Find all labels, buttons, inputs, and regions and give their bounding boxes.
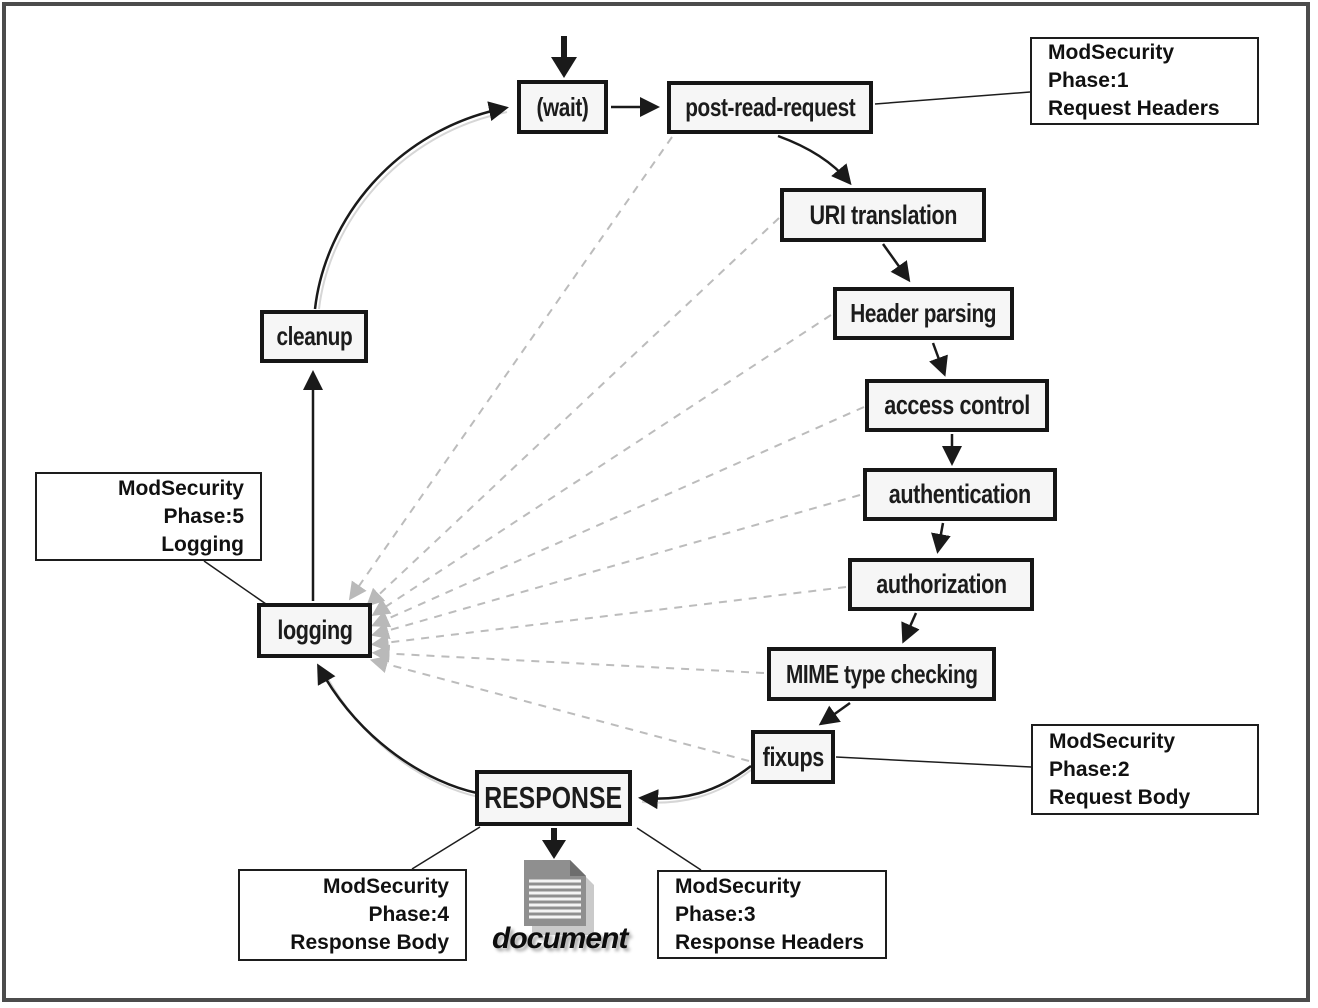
callout-phase4-title: ModSecurity Phase:4	[322, 875, 449, 926]
node-authorization: authorization	[848, 558, 1034, 611]
dashed-header-parsing-logging	[371, 314, 832, 616]
connector-phase5	[203, 560, 267, 605]
node-header-parsing: Header parsing	[833, 287, 1014, 340]
response-document-arrow	[542, 828, 566, 859]
callout-phase3-subtitle: Response Headers	[675, 930, 865, 954]
arrow-authorization-mime	[901, 612, 920, 644]
arc-ghost-cleanup-wait	[318, 111, 508, 310]
document-icon	[524, 860, 594, 935]
node-logging: logging	[257, 603, 372, 658]
arrow-cleanup-wait	[313, 101, 509, 310]
document-label: document	[492, 922, 628, 955]
node-wait: (wait)	[517, 80, 608, 134]
dashed-uri-translation-logging	[366, 217, 780, 607]
node-post-read-request: post-read-request	[667, 81, 873, 134]
node-uri-translation: URI translation	[780, 188, 986, 242]
node-cleanup: cleanup	[260, 310, 368, 363]
dashed-authorization-logging	[370, 586, 847, 652]
callout-modsecurity-phase2: ModSecurity Phase:2 Request Body	[1031, 724, 1259, 815]
callout-modsecurity-phase5: ModSecurity Phase:5 Logging	[35, 472, 262, 561]
arrow-post-read-request-uri	[777, 134, 852, 186]
node-access-control: access control	[865, 379, 1049, 432]
callout-phase1-subtitle: Request Headers	[1048, 97, 1220, 120]
arrow-header-parsing-access-control	[929, 342, 948, 377]
arrow-response-logging	[317, 663, 478, 795]
arrow-fixups-response	[638, 765, 752, 810]
callout-phase4-subtitle: Response Body	[290, 931, 449, 954]
arrow-uri-header-parsing	[881, 243, 911, 283]
callout-modsecurity-phase1: ModSecurity Phase:1 Request Headers	[1030, 37, 1259, 125]
arrow-mime-fixups	[818, 701, 851, 726]
connector-phase4	[411, 826, 481, 870]
arrow-authentication-authorization	[931, 522, 951, 554]
main-flow-arrows	[303, 97, 962, 810]
dashed-post-read-request-logging	[348, 136, 673, 601]
entry-arrow	[551, 36, 577, 78]
node-mime-type-checking: MIME type checking	[767, 647, 996, 701]
arc-ghost-response-logging	[321, 667, 480, 798]
node-authentication: authentication	[863, 468, 1057, 521]
logging-dashed-links	[348, 136, 865, 762]
callout-phase5-subtitle: Logging	[161, 532, 244, 556]
callout-modsecurity-phase4: ModSecurity Phase:4 Response Body	[238, 869, 467, 961]
node-fixups: fixups	[751, 730, 835, 784]
node-response: RESPONSE	[475, 770, 632, 826]
connector-phase1	[874, 91, 1031, 105]
connector-phase2	[835, 756, 1032, 768]
connector-phase3	[636, 827, 702, 871]
callout-phase2-subtitle: Request Body	[1049, 785, 1191, 809]
callout-phase3-title: ModSecurity Phase:3	[675, 874, 802, 926]
dashed-access-control-logging	[371, 406, 865, 628]
callout-connectors	[203, 91, 1032, 871]
callout-phase2-title: ModSecurity Phase:2	[1049, 729, 1176, 781]
callout-phase1-title: ModSecurity Phase:1	[1048, 41, 1175, 92]
dashed-mime-logging	[371, 644, 765, 674]
callout-phase5-title: ModSecurity Phase:5	[117, 476, 244, 528]
dashed-fixups-logging	[369, 655, 750, 762]
callout-modsecurity-phase3: ModSecurity Phase:3 Response Headers	[657, 870, 887, 959]
